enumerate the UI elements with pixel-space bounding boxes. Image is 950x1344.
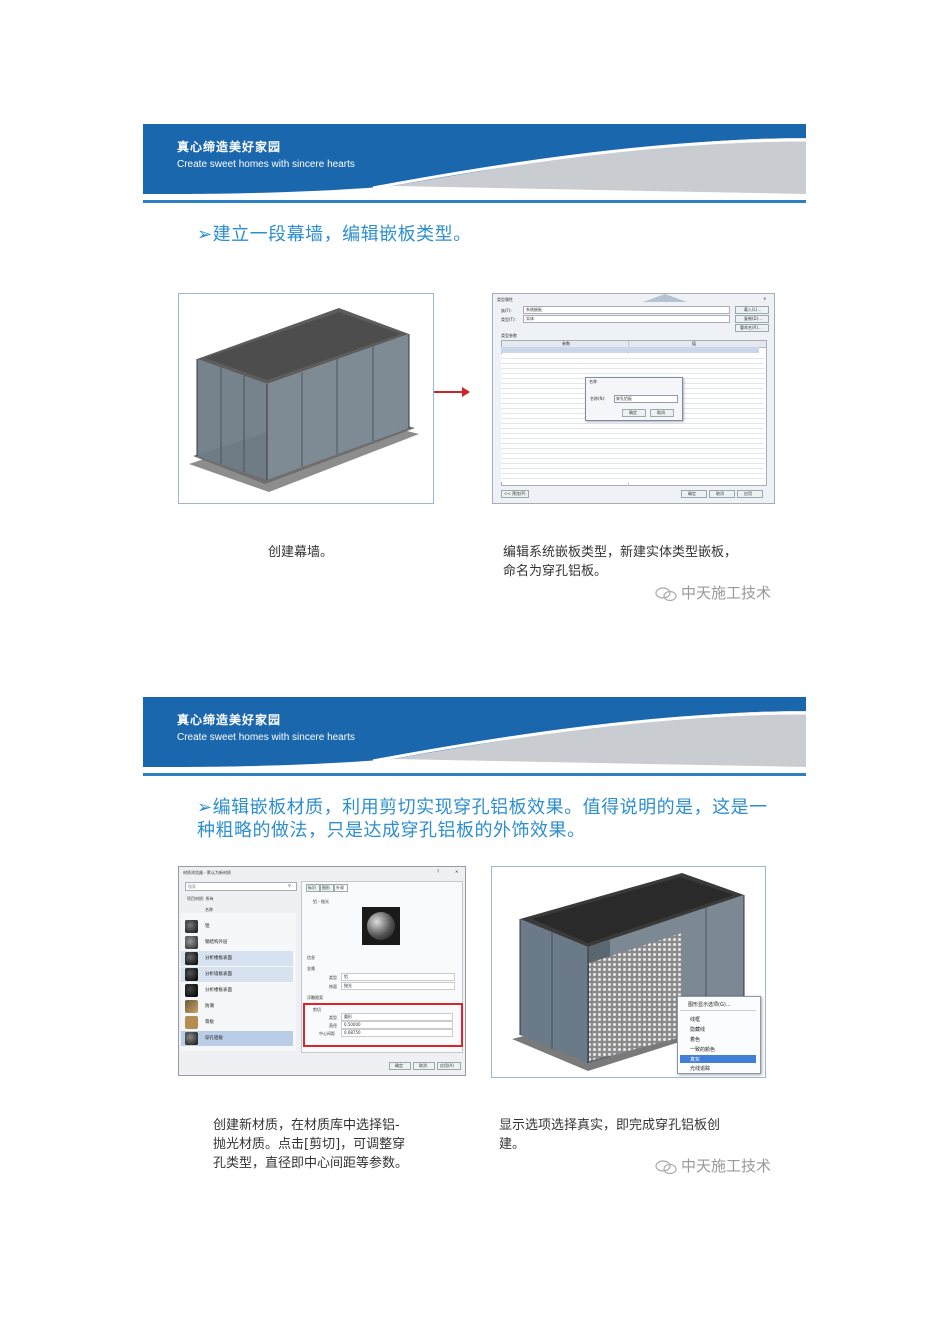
banner-subtitle: Create sweet homes with sincere hearts [177,732,355,743]
section-cutout[interactable]: 剪切 [313,1007,321,1012]
curtain-wall-figure [178,293,434,504]
material-browser-title: 材质浏览器 - 默认为新材质 [183,870,231,875]
menu-item-ray-trace[interactable]: 光线追踪 [690,1066,711,1072]
material-apply-button[interactable]: 应用(A) [437,1062,461,1070]
banner-shape [143,124,806,194]
caption-left-2: 创建新材质，在材质库中选择铝- 抛光材质。点击[剪切]，可调整穿 孔类型，直径即… [213,1118,409,1171]
section-info[interactable]: 信息 [307,955,315,960]
material-cancel-button[interactable]: 取消 [413,1062,435,1070]
material-row[interactable]: 分析墙板表面 [181,967,293,982]
material-row[interactable]: 膏板 [181,1015,293,1030]
material-browser-figure: 材质浏览器 - 默认为新材质 ? ✕ 搜索 ⚲ 项目材质: 所有 名称 铝 钢结… [178,866,466,1076]
material-ok-button[interactable]: 确定 [389,1062,411,1070]
arrow-icon [434,387,470,397]
menu-item-consistent-colors[interactable]: 一致的颜色 [690,1047,716,1053]
value-column-header: 值 [692,341,696,346]
banner-title: 真心缔造美好家园 [177,713,282,727]
type-params-label: 类型参数 [501,333,517,338]
metal-type-select[interactable]: 铝 [341,973,455,981]
section-relief[interactable]: 浮雕图案 [307,995,323,1000]
menu-item-shaded[interactable]: 着色 [690,1037,701,1043]
display-style-menu: 图形显示选项(G)... 线框 隐藏线 着色 一致的颜色 真实 光线追踪 [677,996,761,1074]
new-name-dialog: 名称 名称(N): 穿孔铝板 确定 取消 [585,377,683,421]
menu-item-realistic[interactable]: 真实 [690,1057,701,1063]
tab-appearance[interactable]: 外观 [334,884,348,892]
search-icon: ⚲ [288,883,291,888]
banner-title: 真心缔造美好家园 [177,140,282,154]
close-icon[interactable]: ✕ [455,869,459,874]
dialog-notch [643,294,687,302]
name-field-label: 名称(N): [590,396,606,401]
dialog-title: 类型属性 [497,297,513,302]
slide-heading: ➢编辑嵌板材质，利用剪切实现穿孔铝板效果。值得说明的是，这是一 种粗略的做法，只… [197,797,768,841]
load-button[interactable]: 载入(L)... [735,306,769,314]
name-ok-button[interactable]: 确定 [622,409,646,417]
menu-item-hidden-line[interactable]: 隐藏线 [690,1027,706,1033]
material-row[interactable]: 分析楼板表面 [181,983,293,998]
family-label: 族(F): [501,308,512,313]
param-column-header: 参数 [562,341,570,346]
material-row-selected[interactable]: 穿孔铝板 [181,1031,293,1046]
watermark-1: 中天施工技术 [655,582,771,603]
cut-type-select[interactable]: 圆形 [341,1013,453,1021]
help-icon[interactable]: ? [437,869,440,874]
tab-identity[interactable]: 标识 [306,884,320,892]
diameter-label: 直径 [329,1023,337,1028]
perforated-panel-figure: 图形显示选项(G)... 线框 隐藏线 着色 一致的颜色 真实 光线追踪 [491,866,766,1078]
preview-button[interactable]: << 预览(P) [501,490,529,498]
banner-2: 真心缔造美好家园 Create sweet homes with sincere… [143,697,806,767]
menu-item-wireframe[interactable]: 线框 [690,1017,701,1023]
material-row[interactable]: 防潮 [181,999,293,1014]
name-cancel-button[interactable]: 取消 [650,409,674,417]
name-dialog-title: 名称 [589,379,597,384]
material-preview-sphere [362,907,400,945]
rename-button[interactable]: 重命名(R)... [735,324,769,332]
duplicate-button[interactable]: 复制(D)... [735,315,769,323]
caption-left-1: 创建幕墙。 [268,545,334,560]
material-row[interactable]: 铝 [181,919,293,934]
apply-button[interactable]: 应用 [737,490,763,498]
spacing-field[interactable]: 0.68750 [341,1029,453,1037]
name-column-header: 名称 [205,907,213,912]
family-select[interactable]: 系统嵌板 [523,306,730,314]
slide-heading: ➢建立一段幕墙，编辑嵌板类型。 [197,224,472,245]
asset-name: 铝 - 抛光 [313,899,329,904]
finish-select[interactable]: 抛光 [341,982,455,990]
caption-right-1: 编辑系统嵌板类型，新建实体类型嵌板， 命名为穿孔铝板。 [503,545,738,579]
type-select[interactable]: 实体 [523,315,730,323]
type-label: 类型(T): [501,317,516,322]
diameter-field[interactable]: 0.50000 [341,1021,453,1029]
banner-rule [143,773,806,776]
curtain-wall-3d [189,308,419,492]
ok-button[interactable]: 确定 [681,490,707,498]
watermark-2: 中天施工技术 [655,1155,771,1176]
menu-item-realistic-selected[interactable] [680,1055,756,1063]
type-properties-figure: 类型属性 ✕ 族(F): 系统嵌板 载入(L)... 类型(T): 实体 复制(… [492,293,775,504]
wechat-icon [655,586,677,601]
close-icon[interactable]: ✕ [763,296,767,301]
material-row[interactable]: 分析楼板表面 [181,951,293,966]
cancel-button[interactable]: 取消 [709,490,735,498]
section-metal[interactable]: 金属 [307,966,315,971]
graphics-display-options[interactable]: 图形显示选项(G)... [688,1002,731,1008]
spacing-label: 中心间距 [319,1031,335,1036]
cutout-highlight-box [303,1003,463,1047]
banner-subtitle: Create sweet homes with sincere hearts [177,159,355,170]
wechat-icon [655,1159,677,1174]
banner-shape [143,697,806,767]
tab-graphics[interactable]: 图形 [320,884,334,892]
banner-rule [143,200,806,203]
material-row[interactable]: 钢结构外层 [181,935,293,950]
material-list [181,913,296,1051]
material-search-input[interactable]: 搜索 ⚲ [185,882,297,891]
finish-label: 饰面 [329,984,337,989]
cut-type-label: 类型 [329,1015,337,1020]
project-materials-filter[interactable]: 项目材质: 所有 [187,896,214,901]
banner-1: 真心缔造美好家园 Create sweet homes with sincere… [143,124,806,194]
name-field[interactable]: 穿孔铝板 [614,395,678,403]
param-group-row[interactable] [501,347,759,353]
caption-right-2: 显示选项选择真实，即完成穿孔铝板创 建。 [499,1118,721,1152]
metal-type-label: 类型 [329,975,337,980]
